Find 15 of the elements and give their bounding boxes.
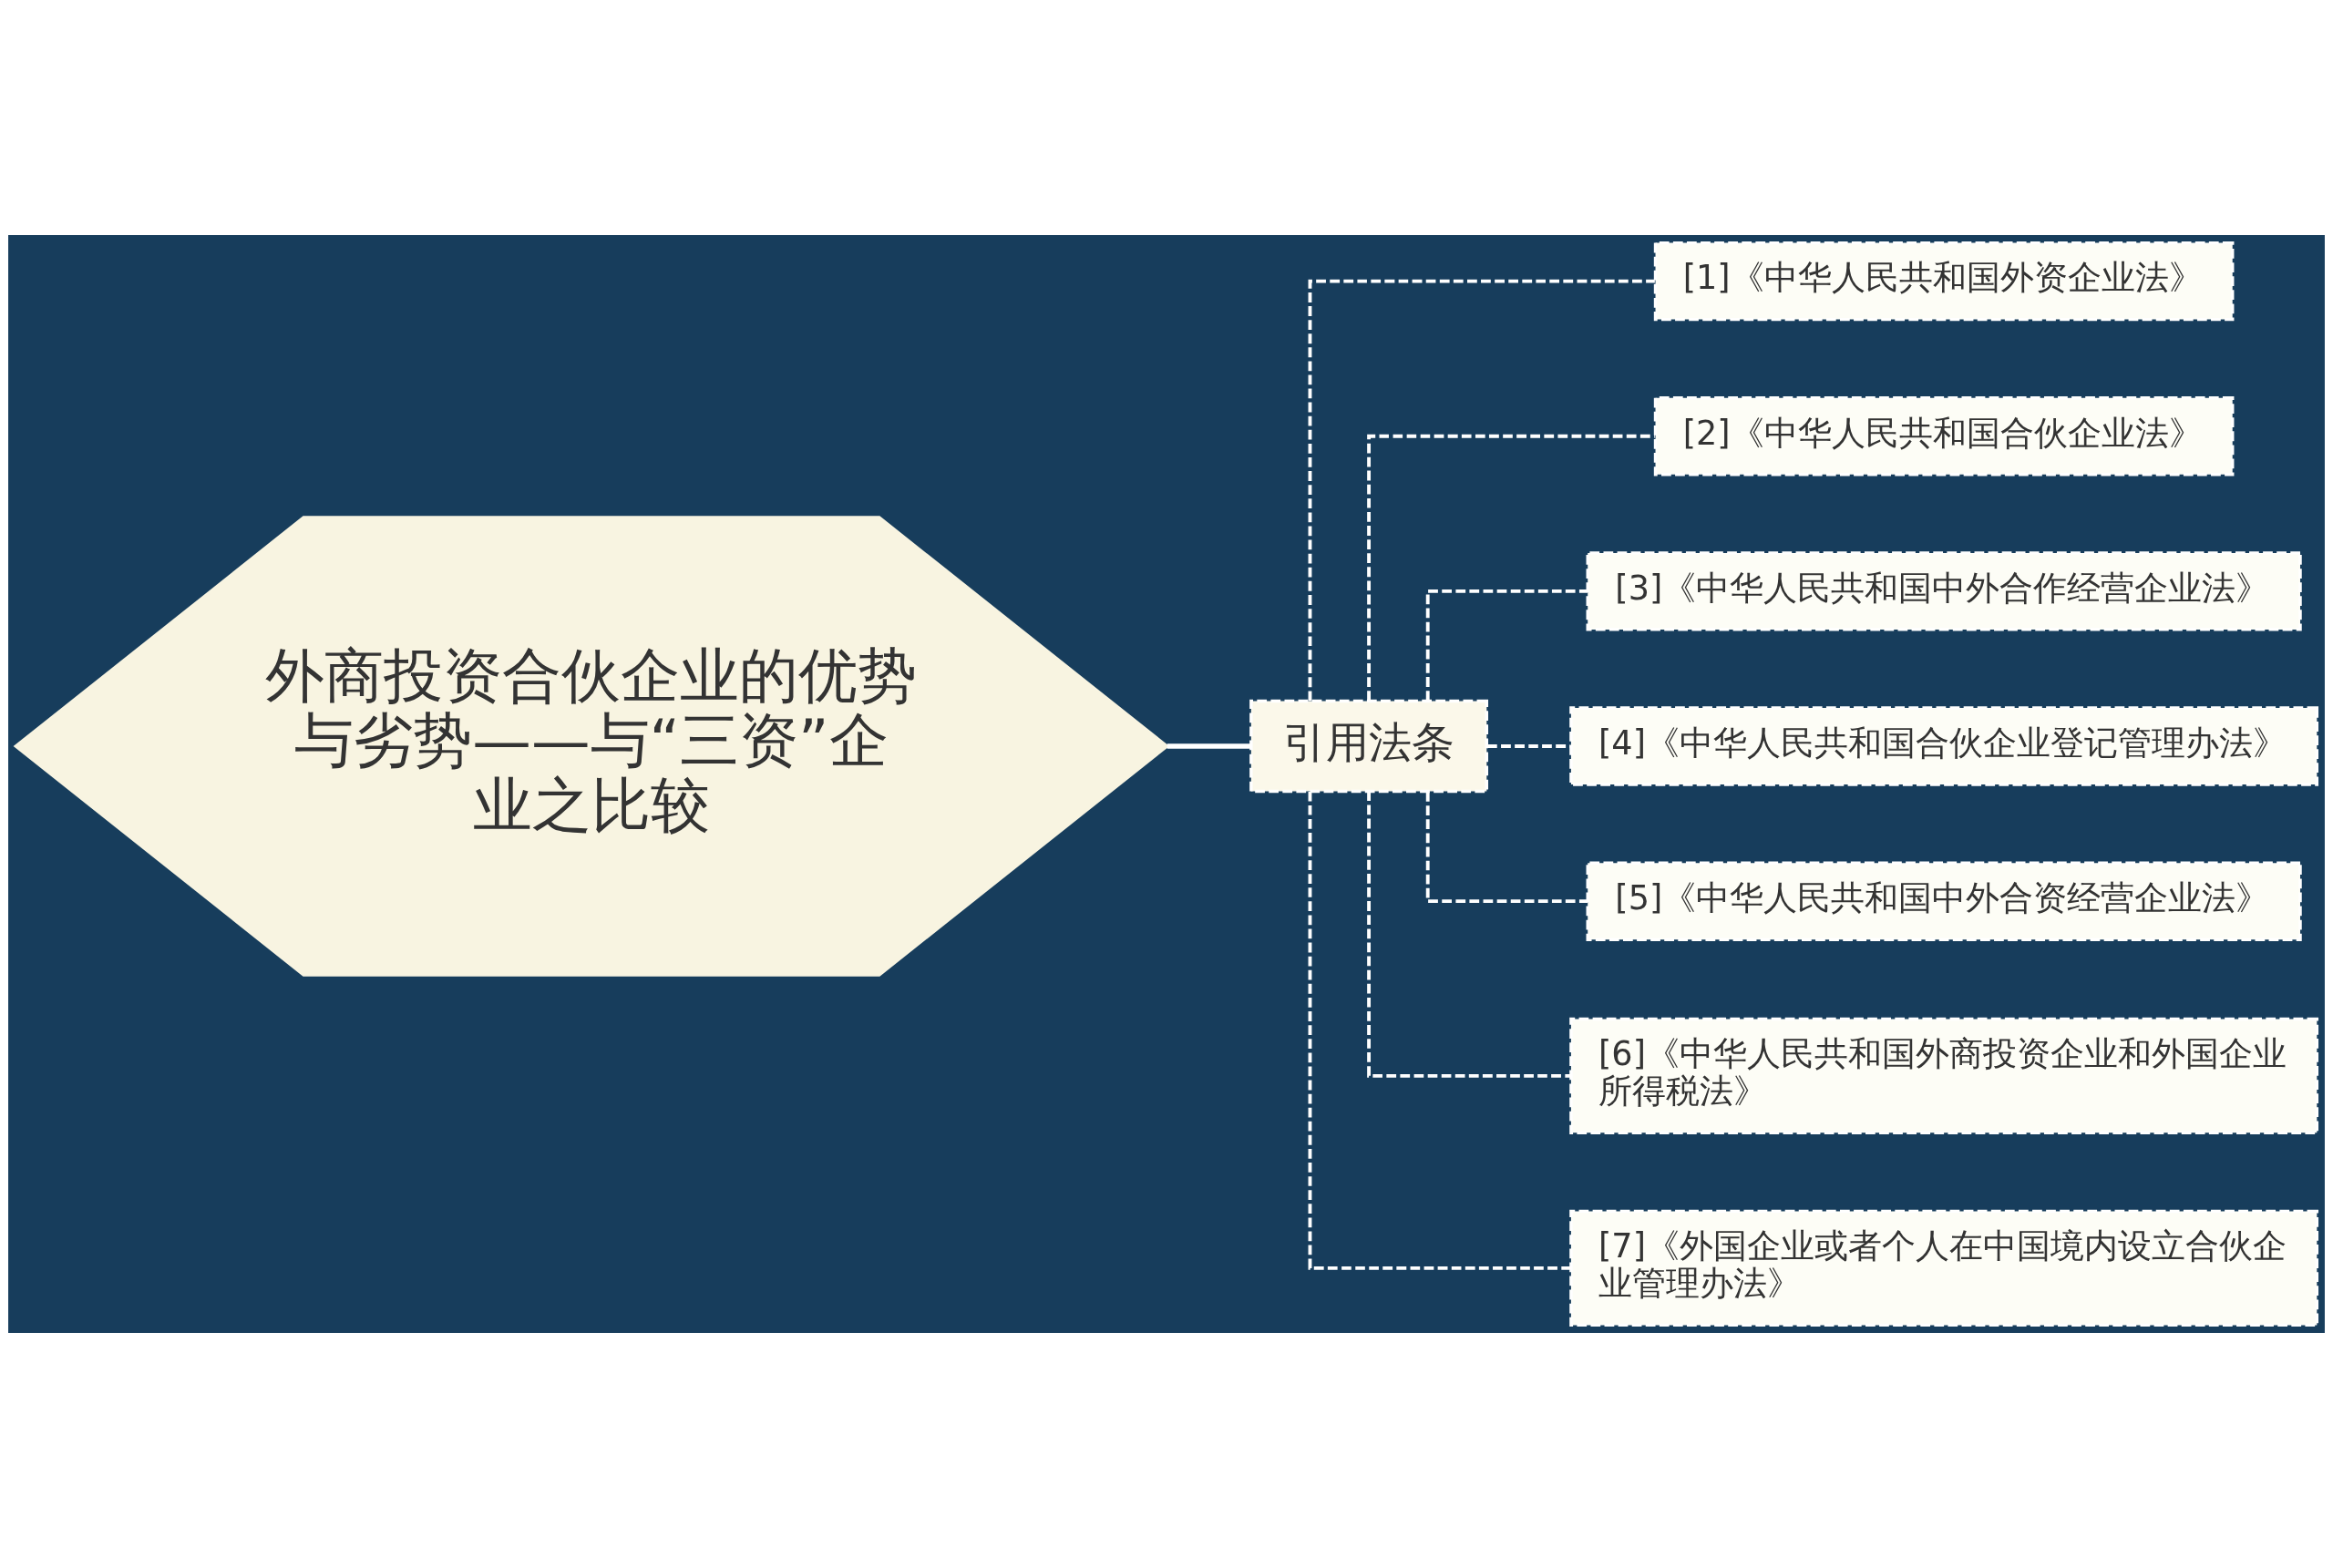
node-box: [2]《中华人民共和国合伙企业法》 [1653, 396, 2235, 477]
connector [1425, 792, 1588, 904]
connector [1308, 791, 1571, 1270]
connector [1308, 279, 1655, 702]
connector [1425, 589, 1588, 701]
connector [1367, 434, 1655, 701]
node-box: 引用法条 [1249, 699, 1489, 794]
node-box: [3]《中华人民共和国中外合作经营企业法》 [1586, 551, 2302, 631]
node-box: [4]《中华人民共和国合伙企业登记管理办法》 [1569, 706, 2319, 786]
connector [1367, 791, 1571, 1078]
node-box: [1]《中华人民共和国外资企业法》 [1653, 241, 2235, 322]
node-box: [6]《中华人民共和国外商投资企业和外国企业所得税法》 [1569, 1017, 2319, 1135]
connector [1166, 743, 1251, 749]
node-box: [5]《中华人民共和国中外合资经营企业法》 [1586, 861, 2302, 941]
node-box: [7]《外国企业或者个人在中国境内设立合伙企业管理办法》 [1569, 1209, 2319, 1327]
